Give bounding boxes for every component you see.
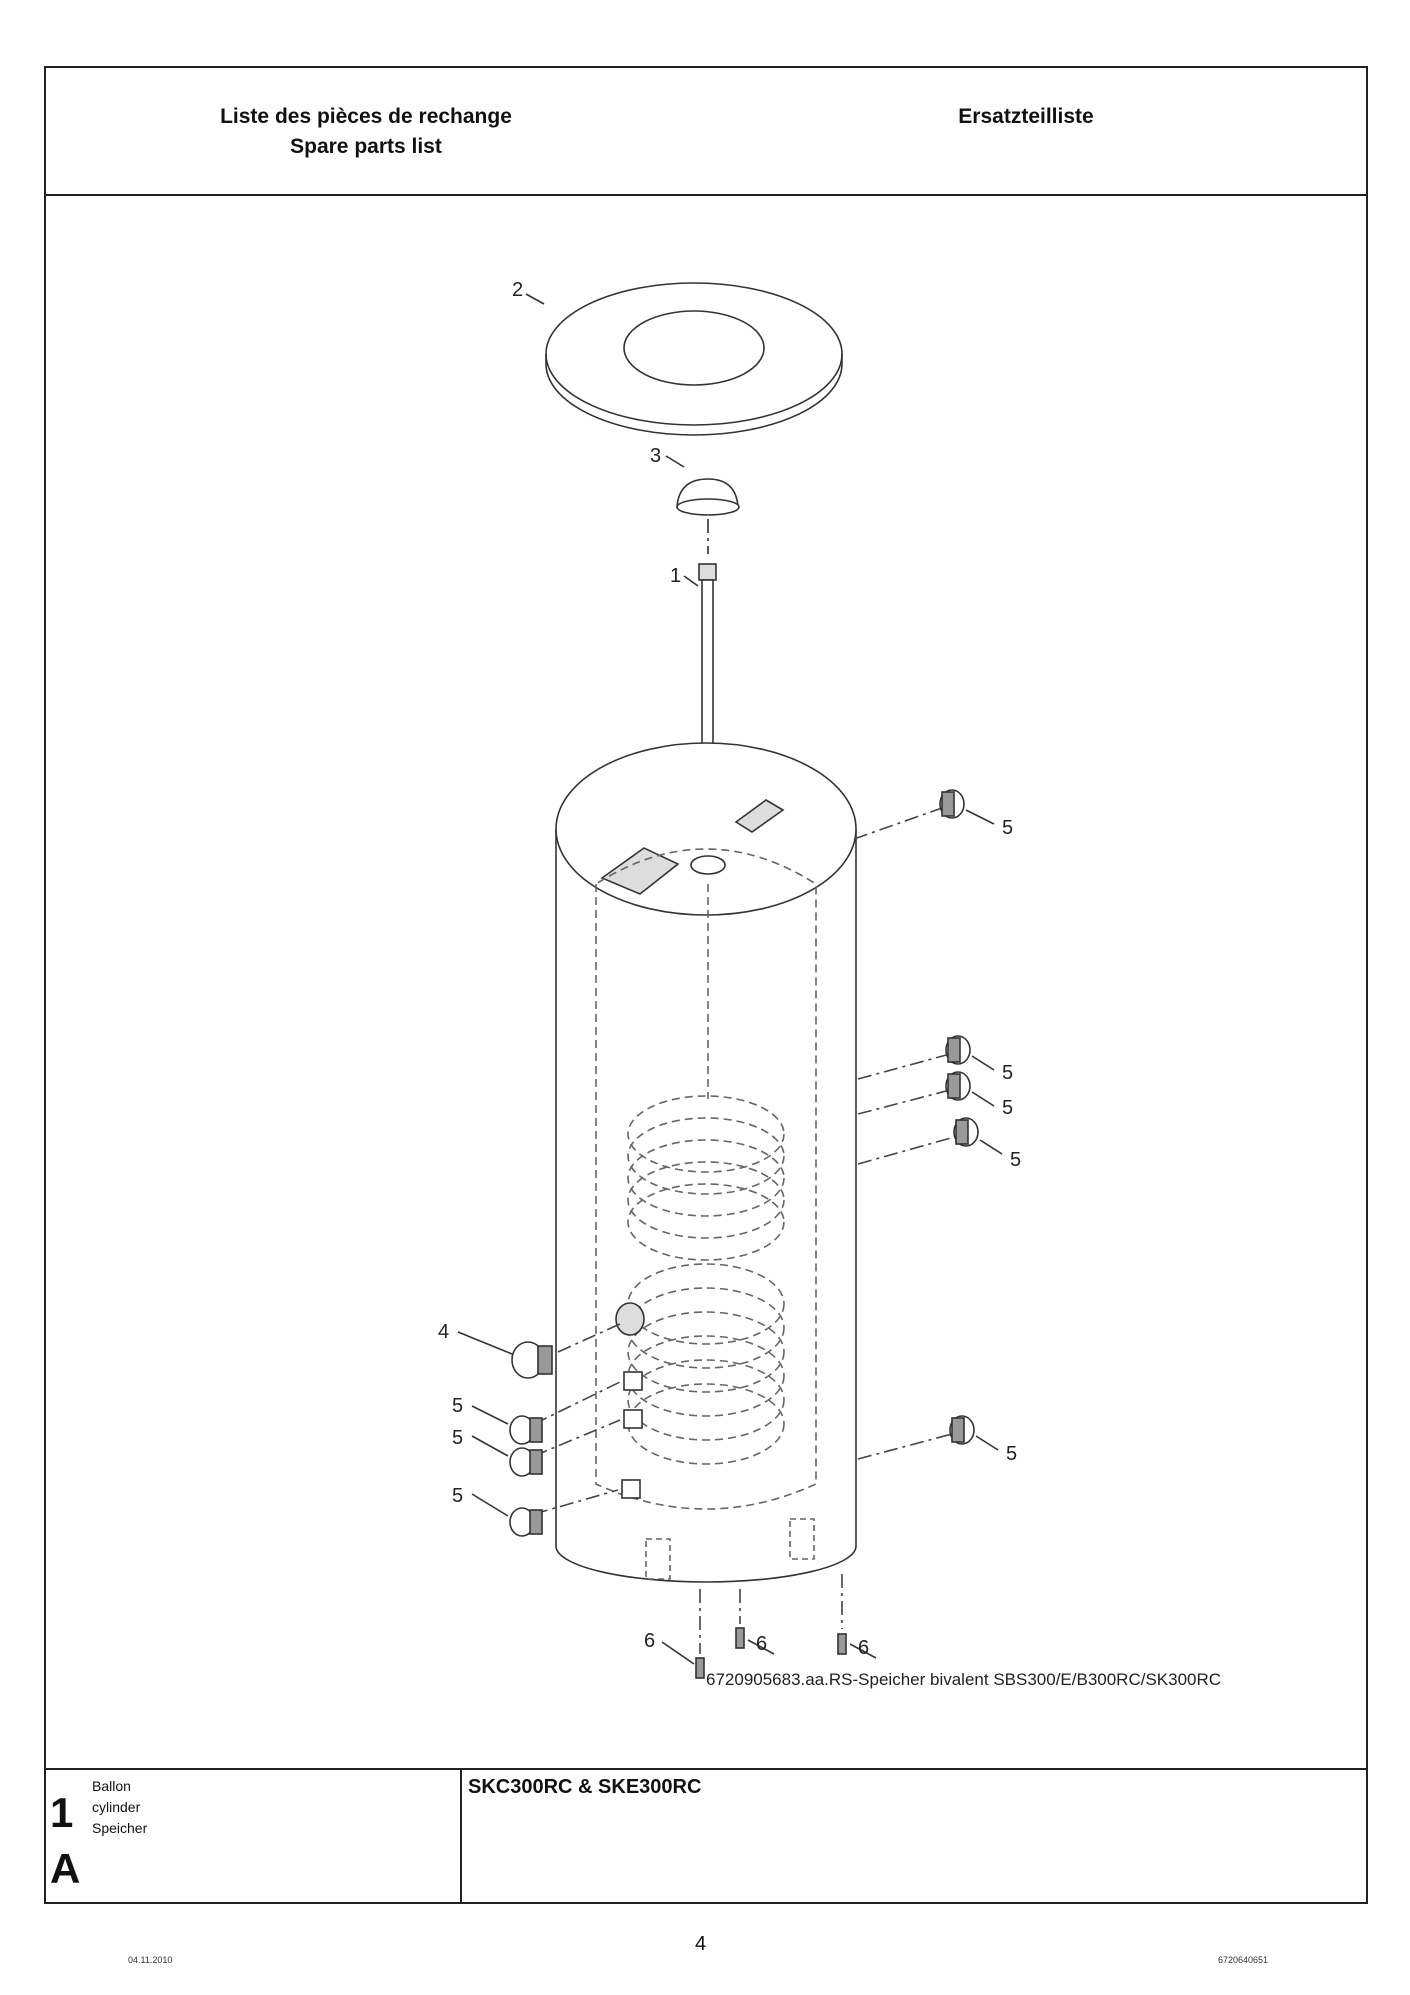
callout-6-c: 6: [858, 1637, 869, 1659]
callout-2: 2: [512, 279, 523, 301]
fitting-5-b: [945, 1071, 971, 1101]
fitting-5-a: [945, 1035, 971, 1065]
assembly-lines: [533, 807, 959, 1654]
print-date: 04.11.2010: [128, 1955, 173, 1965]
part-cap: [676, 478, 740, 516]
cylinder-drawing: 2 3 1 5 5 5 5 5 4 5 5 5 6 6 6: [438, 279, 1021, 1679]
header-title-de: Ersatzteilliste: [958, 105, 1094, 128]
page-frame: Liste des pièces de rechange Spare parts…: [44, 66, 1368, 1904]
callout-5-b: 5: [1002, 1097, 1013, 1119]
header-left: Liste des pièces de rechange Spare parts…: [46, 102, 686, 162]
fitting-5-e: [509, 1415, 543, 1445]
header-title-fr: Liste des pièces de rechange: [220, 105, 512, 128]
callout-5-top: 5: [1002, 817, 1013, 839]
drawing-caption: 6720905683.aa.RS-Speicher bivalent SBS30…: [706, 1670, 1222, 1689]
section-letter: A: [50, 1845, 81, 1892]
callout-5-a: 5: [1002, 1062, 1013, 1084]
fitting-5-f: [509, 1447, 543, 1477]
callout-3: 3: [650, 445, 661, 467]
page-number: 4: [695, 1933, 707, 1955]
fitting-5-c: [953, 1117, 979, 1147]
name-en: cylinder: [92, 1799, 141, 1815]
title-block: 1 A Ballon cylinder Speicher SKC300RC & …: [46, 1768, 1366, 1904]
screw-6-b: [735, 1627, 745, 1649]
exploded-drawing: 2 3 1 5 5 5 5 5 4 5 5 5 6 6 6: [46, 194, 1366, 1758]
header: Liste des pièces de rechange Spare parts…: [46, 68, 1366, 196]
fittings: [509, 789, 979, 1679]
name-fr: Ballon: [92, 1778, 131, 1794]
callout-6-b: 6: [756, 1633, 767, 1655]
screw-6-c: [837, 1633, 847, 1655]
callout-5-c: 5: [1010, 1149, 1021, 1171]
leader-lines: [457, 293, 1003, 1665]
model-name: SKC300RC & SKE300RC: [468, 1776, 702, 1798]
callout-4: 4: [438, 1321, 449, 1343]
part-lid: [545, 282, 843, 436]
fitting-5-d: [949, 1415, 975, 1445]
header-title-en: Spare parts list: [290, 135, 442, 158]
name-de: Speicher: [92, 1820, 148, 1836]
fitting-5-top: [939, 789, 965, 819]
callout-5-f: 5: [452, 1427, 463, 1449]
callout-5-e: 5: [452, 1395, 463, 1417]
callout-1: 1: [670, 565, 681, 587]
callout-5-d: 5: [1006, 1443, 1017, 1465]
document-number: 6720640651: [1218, 1955, 1269, 1965]
part-names: Ballon cylinder Speicher: [92, 1776, 147, 1839]
callout-6-a: 6: [644, 1630, 655, 1652]
fitting-4: [511, 1341, 553, 1379]
callout-5-g: 5: [452, 1485, 463, 1507]
tank-body: [555, 742, 857, 1583]
section-number: 1: [50, 1789, 74, 1836]
title-block-divider: [460, 1770, 462, 1904]
screw-6-a: [695, 1657, 705, 1679]
fitting-5-g: [509, 1507, 543, 1537]
